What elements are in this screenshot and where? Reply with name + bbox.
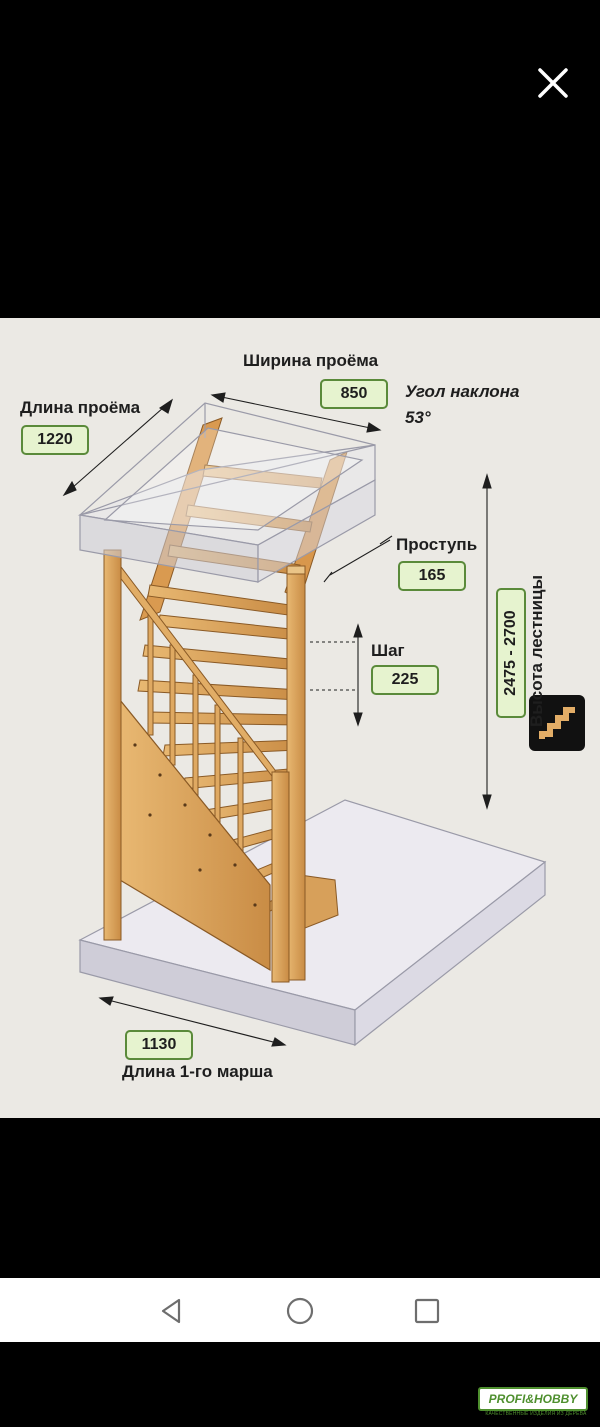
brand-logo: PROFI&HOBBY КАЧЕСТВЕННЫЕ ИЗДЕЛИЯ ИЗ ДЕРЕ… <box>474 1381 596 1427</box>
angle-value: 53° <box>405 408 431 427</box>
height-label: Высота лестницы <box>527 575 546 727</box>
opening-length-label: Длина проёма <box>20 398 141 417</box>
tread-value: 165 <box>398 561 466 591</box>
close-button[interactable] <box>530 60 576 106</box>
back-button[interactable] <box>155 1294 189 1328</box>
stairs-icon <box>529 695 585 751</box>
height-value: 2475 - 2700 <box>502 610 519 696</box>
opening-width-value: 850 <box>320 379 388 409</box>
close-icon <box>538 68 568 98</box>
step-value: 225 <box>371 665 439 695</box>
navigation-bar <box>0 1278 600 1342</box>
recents-icon <box>414 1298 440 1324</box>
home-button[interactable] <box>283 1294 317 1328</box>
logo-tagline: КАЧЕСТВЕННЫЕ ИЗДЕЛИЯ ИЗ ДЕРЕВА <box>485 1411 587 1417</box>
logo-brand-text: PROFI&HOBBY <box>478 1387 588 1411</box>
recents-button[interactable] <box>410 1294 444 1328</box>
step-label: Шаг <box>371 641 405 660</box>
flight-length-value: 1130 <box>125 1030 193 1060</box>
opening-width-label: Ширина проёма <box>243 351 379 370</box>
tread-label: Проступь <box>396 535 478 554</box>
ceiling-opening-box <box>77 402 376 584</box>
angle-label: Угол наклона <box>405 382 520 401</box>
flight-length-label: Длина 1-го марша <box>122 1062 273 1081</box>
height-value-box: 2475 - 2700 <box>496 588 526 718</box>
staircase-drawing <box>62 392 547 1047</box>
staircase-diagram-image: PROFI&HOBBY КАЧЕСТВЕННЫЕ ИЗДЕЛИЯ ИЗ ДЕРЕ… <box>0 318 600 1417</box>
opening-length-value: 1220 <box>21 425 89 455</box>
home-icon <box>286 1297 314 1325</box>
back-icon <box>161 1298 181 1324</box>
